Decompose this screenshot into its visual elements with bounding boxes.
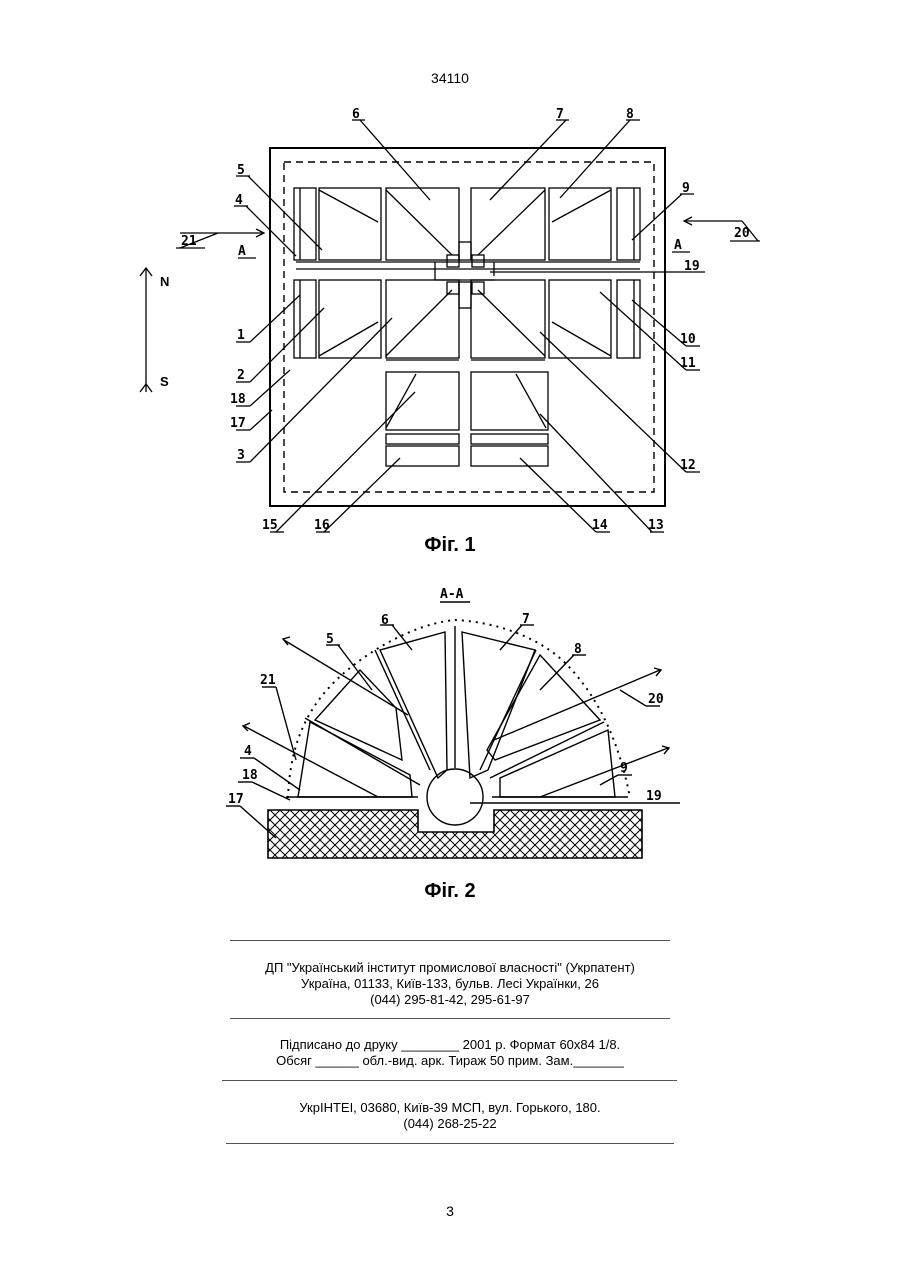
figure-2-caption: Фіг. 2 [0, 880, 900, 903]
divider-line [230, 940, 670, 941]
fig2-ref-label-4: 4 [244, 744, 252, 759]
figure-1-caption: Фіг. 1 [0, 534, 900, 557]
ref-label-11: 11 [680, 356, 696, 371]
ref-label-4: 4 [235, 193, 243, 208]
compass-south-label: S [160, 374, 169, 389]
fig2-ref-label-18: 18 [242, 768, 258, 783]
divider-line [226, 1143, 674, 1144]
fig2-ref-label-9: 9 [620, 761, 628, 776]
divider-line [222, 1080, 677, 1081]
fig2-ref-label-5: 5 [326, 632, 334, 647]
fig2-ref-label-20: 20 [648, 692, 664, 707]
ref-label-6: 6 [352, 107, 360, 122]
fig2-ref-label-21: 21 [260, 673, 276, 688]
ref-label-15: 15 [262, 518, 278, 533]
ref-label-21: 21 [181, 234, 197, 249]
publisher-name: ДП "Український інститут промислової вла… [0, 960, 900, 976]
ref-label-8: 8 [626, 107, 634, 122]
ref-label-2: 2 [237, 368, 245, 383]
figure-1-drawing: N S A A 6 7 8 9 5 4 20 21 19 1 2 18 17 3… [0, 0, 900, 540]
ref-label-5: 5 [237, 163, 245, 178]
ref-label-18: 18 [230, 392, 246, 407]
ref-label-10: 10 [680, 332, 696, 347]
ref-label-16: 16 [314, 518, 330, 533]
printer-block: УкрІНТЕІ, 03680, Київ-39 МСП, вул. Горьк… [0, 1100, 900, 1132]
publisher-block: ДП "Український інститут промислової вла… [0, 960, 900, 1008]
ref-label-20: 20 [734, 226, 750, 241]
ref-label-1: 1 [237, 328, 245, 343]
fig2-ref-label-19: 19 [646, 789, 662, 804]
fig2-ref-label-17: 17 [228, 792, 244, 807]
compass-north-label: N [160, 274, 169, 289]
fig2-ref-label-8: 8 [574, 642, 582, 657]
ref-label-19: 19 [684, 259, 700, 274]
print-info-line-1: Підписано до друку ________ 2001 р. Форм… [0, 1037, 900, 1053]
ref-label-9: 9 [682, 181, 690, 196]
divider-line [230, 1018, 670, 1019]
ref-label-17: 17 [230, 416, 246, 431]
fig2-ref-label-6: 6 [381, 613, 389, 628]
printer-address: УкрІНТЕІ, 03680, Київ-39 МСП, вул. Горьк… [0, 1100, 900, 1116]
print-info-block: Підписано до друку ________ 2001 р. Форм… [0, 1037, 900, 1069]
print-info-line-2: Обсяг ______ обл.-вид. арк. Тираж 50 при… [0, 1053, 900, 1069]
ref-label-3: 3 [237, 448, 245, 463]
fig2-ref-label-7: 7 [522, 612, 530, 627]
publisher-address: Україна, 01133, Київ-133, бульв. Лесі Ук… [0, 976, 900, 992]
section-title: A-A [440, 587, 464, 602]
section-mark-right: A [674, 238, 682, 253]
printer-phone: (044) 268-25-22 [0, 1116, 900, 1132]
page-number: 3 [0, 1203, 900, 1219]
ref-label-12: 12 [680, 458, 696, 473]
figure-2-drawing: A-A 6 5 7 8 21 20 4 9 18 19 17 [0, 575, 900, 885]
ref-label-13: 13 [648, 518, 664, 533]
ref-label-7: 7 [556, 107, 564, 122]
section-mark-left: A [238, 244, 246, 259]
publisher-phone: (044) 295-81-42, 295-61-97 [0, 992, 900, 1008]
ref-label-14: 14 [592, 518, 608, 533]
